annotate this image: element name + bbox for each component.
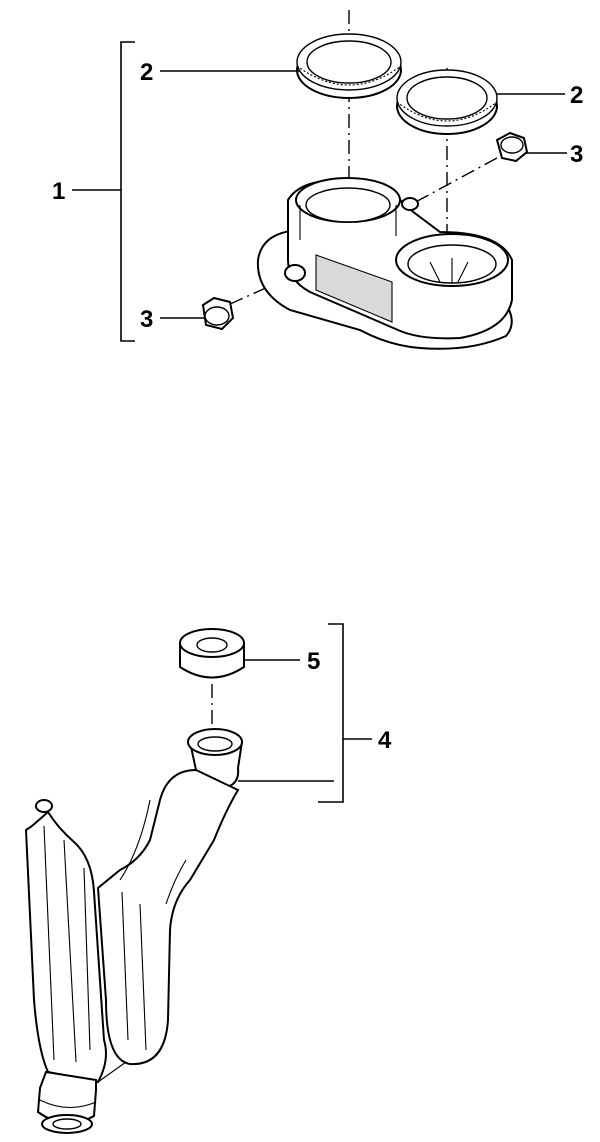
seal-ring-right bbox=[396, 69, 498, 135]
label-assembly-4: 4 bbox=[378, 727, 392, 754]
cap-nut-right bbox=[495, 131, 529, 163]
upper-assembly-group: 1 2 2 3 bbox=[52, 10, 583, 350]
grommet bbox=[179, 628, 245, 679]
seal-ring-left bbox=[296, 33, 402, 99]
assembly-1-bracket bbox=[120, 41, 135, 342]
label-seal-ring-right: 2 bbox=[570, 82, 583, 109]
filler-housing bbox=[256, 177, 513, 350]
label-cap-right: 3 bbox=[570, 141, 583, 168]
filler-pipe bbox=[24, 728, 244, 1134]
label-seal-ring-left: 2 bbox=[140, 59, 153, 86]
label-assembly-1: 1 bbox=[52, 178, 65, 205]
assembly-4-bracket bbox=[318, 623, 344, 803]
cap-nut-left bbox=[201, 296, 235, 331]
axis-line-cap-right bbox=[409, 157, 498, 206]
lower-assembly-group: 4 5 bbox=[24, 623, 392, 1134]
label-grommet: 5 bbox=[307, 648, 320, 675]
label-cap-left: 3 bbox=[140, 306, 153, 333]
